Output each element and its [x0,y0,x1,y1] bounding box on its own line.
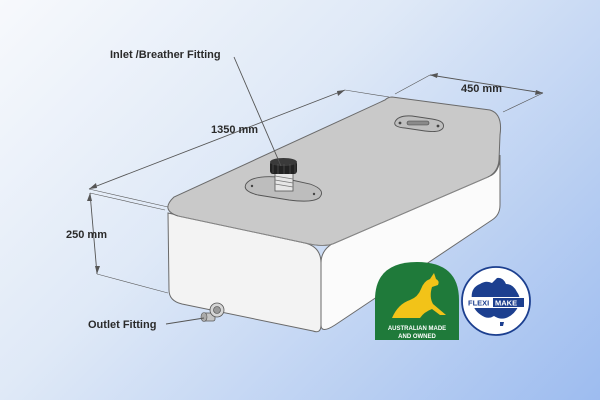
dimension-lines [88,56,544,325]
inlet-fitting [244,158,322,202]
length-label: 1350 mm [211,124,258,136]
rear-flange [394,115,444,133]
outlet-fitting [200,302,225,322]
australian-made-badge: AUSTRALIAN MADE AND OWNED [375,262,459,340]
fleximake-logo: FLEXI MAKE [461,266,531,336]
inlet-leader-line [233,56,282,167]
height-dimension-line [89,192,98,275]
outlet-label: Outlet Fitting [88,319,156,331]
width-dimension-line [429,74,544,94]
tank-front-face [167,212,322,333]
fleximake-right-text: MAKE [495,299,517,308]
height-label: 250 mm [66,229,107,241]
kangaroo-icon [392,273,446,318]
water-tank [167,96,501,333]
length-dimension-line [88,89,346,190]
fleximake-left-text: FLEXI [468,299,489,308]
badge-line-1: AUSTRALIAN MADE [388,326,446,332]
width-label: 450 mm [461,83,502,95]
dimension-arrowheads [87,73,543,274]
badge-line-2: AND OWNED [398,334,436,340]
outlet-leader-line [165,317,205,325]
inlet-label: Inlet /Breather Fitting [110,49,221,61]
